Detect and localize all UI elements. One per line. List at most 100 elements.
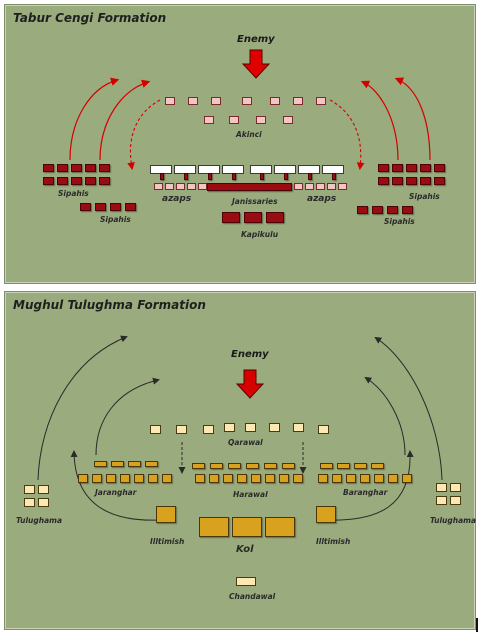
tulughama-unit bbox=[24, 485, 35, 494]
harawal-unit bbox=[192, 463, 205, 469]
cannon bbox=[308, 173, 312, 180]
sipahi-unit bbox=[71, 177, 82, 185]
harawal-unit bbox=[246, 463, 259, 469]
akinci-unit bbox=[256, 116, 266, 124]
azap-unit bbox=[176, 183, 185, 190]
baranghar-unit bbox=[332, 474, 342, 483]
tulughama-unit bbox=[436, 483, 447, 492]
harawal-unit bbox=[293, 474, 303, 483]
jaranghar-unit bbox=[128, 461, 141, 467]
akinci-unit bbox=[270, 97, 280, 105]
jaranghar-unit bbox=[148, 474, 158, 483]
outer-arc-left bbox=[37, 335, 128, 481]
sipahi-unit bbox=[43, 164, 54, 172]
cannon bbox=[332, 173, 336, 180]
sipahi-unit bbox=[402, 206, 413, 214]
harawal-unit bbox=[282, 463, 295, 469]
azap-unit bbox=[198, 183, 207, 190]
tulughama-unit bbox=[450, 496, 461, 505]
jaranghar-label: Jaranghar bbox=[95, 488, 137, 497]
jaranghar-unit bbox=[162, 474, 172, 483]
jaranghar-unit bbox=[145, 461, 158, 467]
inner-arc-left bbox=[95, 377, 160, 456]
akinci-unit bbox=[242, 97, 252, 105]
harawal-unit bbox=[251, 474, 261, 483]
azap-unit bbox=[327, 183, 336, 190]
kapikulu-label: Kapikulu bbox=[241, 230, 279, 239]
sipahis-label-left-lower: Sipahis bbox=[100, 215, 131, 224]
sipahi-unit bbox=[387, 206, 398, 214]
azaps-label-right: azaps bbox=[307, 194, 337, 204]
enemy-label-bottom: Enemy bbox=[231, 349, 269, 360]
baranghar-label: Baranghar bbox=[343, 488, 388, 497]
harawal-unit bbox=[210, 463, 223, 469]
sipahi-unit bbox=[57, 177, 68, 185]
flank-arrow-left-inner bbox=[99, 79, 151, 161]
flank-arrow-right-outer bbox=[394, 77, 431, 161]
outer-arc-right bbox=[374, 336, 443, 481]
azap-unit bbox=[316, 183, 325, 190]
edge-marker bbox=[476, 618, 478, 632]
panel-title-bottom: Mughul Tulughma Formation bbox=[13, 298, 206, 312]
harawal-unit bbox=[279, 474, 289, 483]
sipahi-unit bbox=[378, 164, 389, 172]
qarawal-unit bbox=[150, 425, 161, 434]
jaranghar-unit bbox=[134, 474, 144, 483]
azap-unit bbox=[187, 183, 196, 190]
akinci-unit bbox=[283, 116, 293, 124]
qarawal-unit bbox=[176, 425, 187, 434]
kapikulu-unit bbox=[244, 212, 262, 223]
jaranghar-unit bbox=[111, 461, 124, 467]
right-wing-sweep bbox=[324, 450, 414, 521]
sipahi-unit bbox=[110, 203, 121, 211]
tulughama-label-right: Tulughama bbox=[430, 516, 477, 525]
cannon bbox=[260, 173, 264, 180]
sipahi-unit bbox=[372, 206, 383, 214]
azap-unit bbox=[338, 183, 347, 190]
jaranghar-unit bbox=[92, 474, 102, 483]
akinci-unit bbox=[211, 97, 221, 105]
cannon bbox=[284, 173, 288, 180]
baranghar-unit bbox=[360, 474, 370, 483]
enemy-arrow-bottom bbox=[235, 369, 265, 399]
akinci-unit bbox=[293, 97, 303, 105]
enemy-label-top: Enemy bbox=[237, 34, 275, 45]
sipahi-unit bbox=[406, 177, 417, 185]
panel-title-top: Tabur Cengi Formation bbox=[13, 11, 167, 25]
baranghar-unit bbox=[371, 463, 384, 469]
harawal-unit bbox=[223, 474, 233, 483]
baranghar-unit bbox=[318, 474, 328, 483]
illtimish-label-right: Illtimish bbox=[316, 537, 351, 546]
janissaries-block bbox=[207, 183, 292, 191]
harawal-label: Harawal bbox=[233, 490, 268, 499]
baranghar-unit bbox=[346, 474, 356, 483]
tulughama-unit bbox=[450, 483, 461, 492]
baranghar-unit bbox=[354, 463, 367, 469]
sipahi-unit bbox=[392, 177, 403, 185]
harawal-unit bbox=[195, 474, 205, 483]
azap-unit bbox=[294, 183, 303, 190]
sipahi-unit bbox=[406, 164, 417, 172]
sipahi-unit bbox=[420, 164, 431, 172]
qarawal-unit bbox=[224, 423, 235, 432]
qarawal-unit bbox=[269, 423, 280, 432]
azap-unit bbox=[305, 183, 314, 190]
kapikulu-unit bbox=[266, 212, 284, 223]
harawal-unit bbox=[265, 474, 275, 483]
sipahi-unit bbox=[99, 177, 110, 185]
illtimish-label-left: Illtimish bbox=[150, 537, 185, 546]
kol-unit bbox=[199, 517, 229, 537]
azap-unit bbox=[154, 183, 163, 190]
enemy-arrow-top bbox=[241, 49, 271, 79]
akinci-label: Akinci bbox=[236, 130, 262, 139]
sipahi-unit bbox=[434, 164, 445, 172]
sipahi-unit bbox=[85, 177, 96, 185]
cannon bbox=[208, 173, 212, 180]
azaps-label-left: azaps bbox=[162, 194, 192, 204]
qarawal-unit bbox=[293, 423, 304, 432]
akinci-retreat-left bbox=[127, 99, 161, 171]
kapikulu-unit bbox=[222, 212, 240, 223]
akinci-unit bbox=[229, 116, 239, 124]
sipahi-unit bbox=[57, 164, 68, 172]
